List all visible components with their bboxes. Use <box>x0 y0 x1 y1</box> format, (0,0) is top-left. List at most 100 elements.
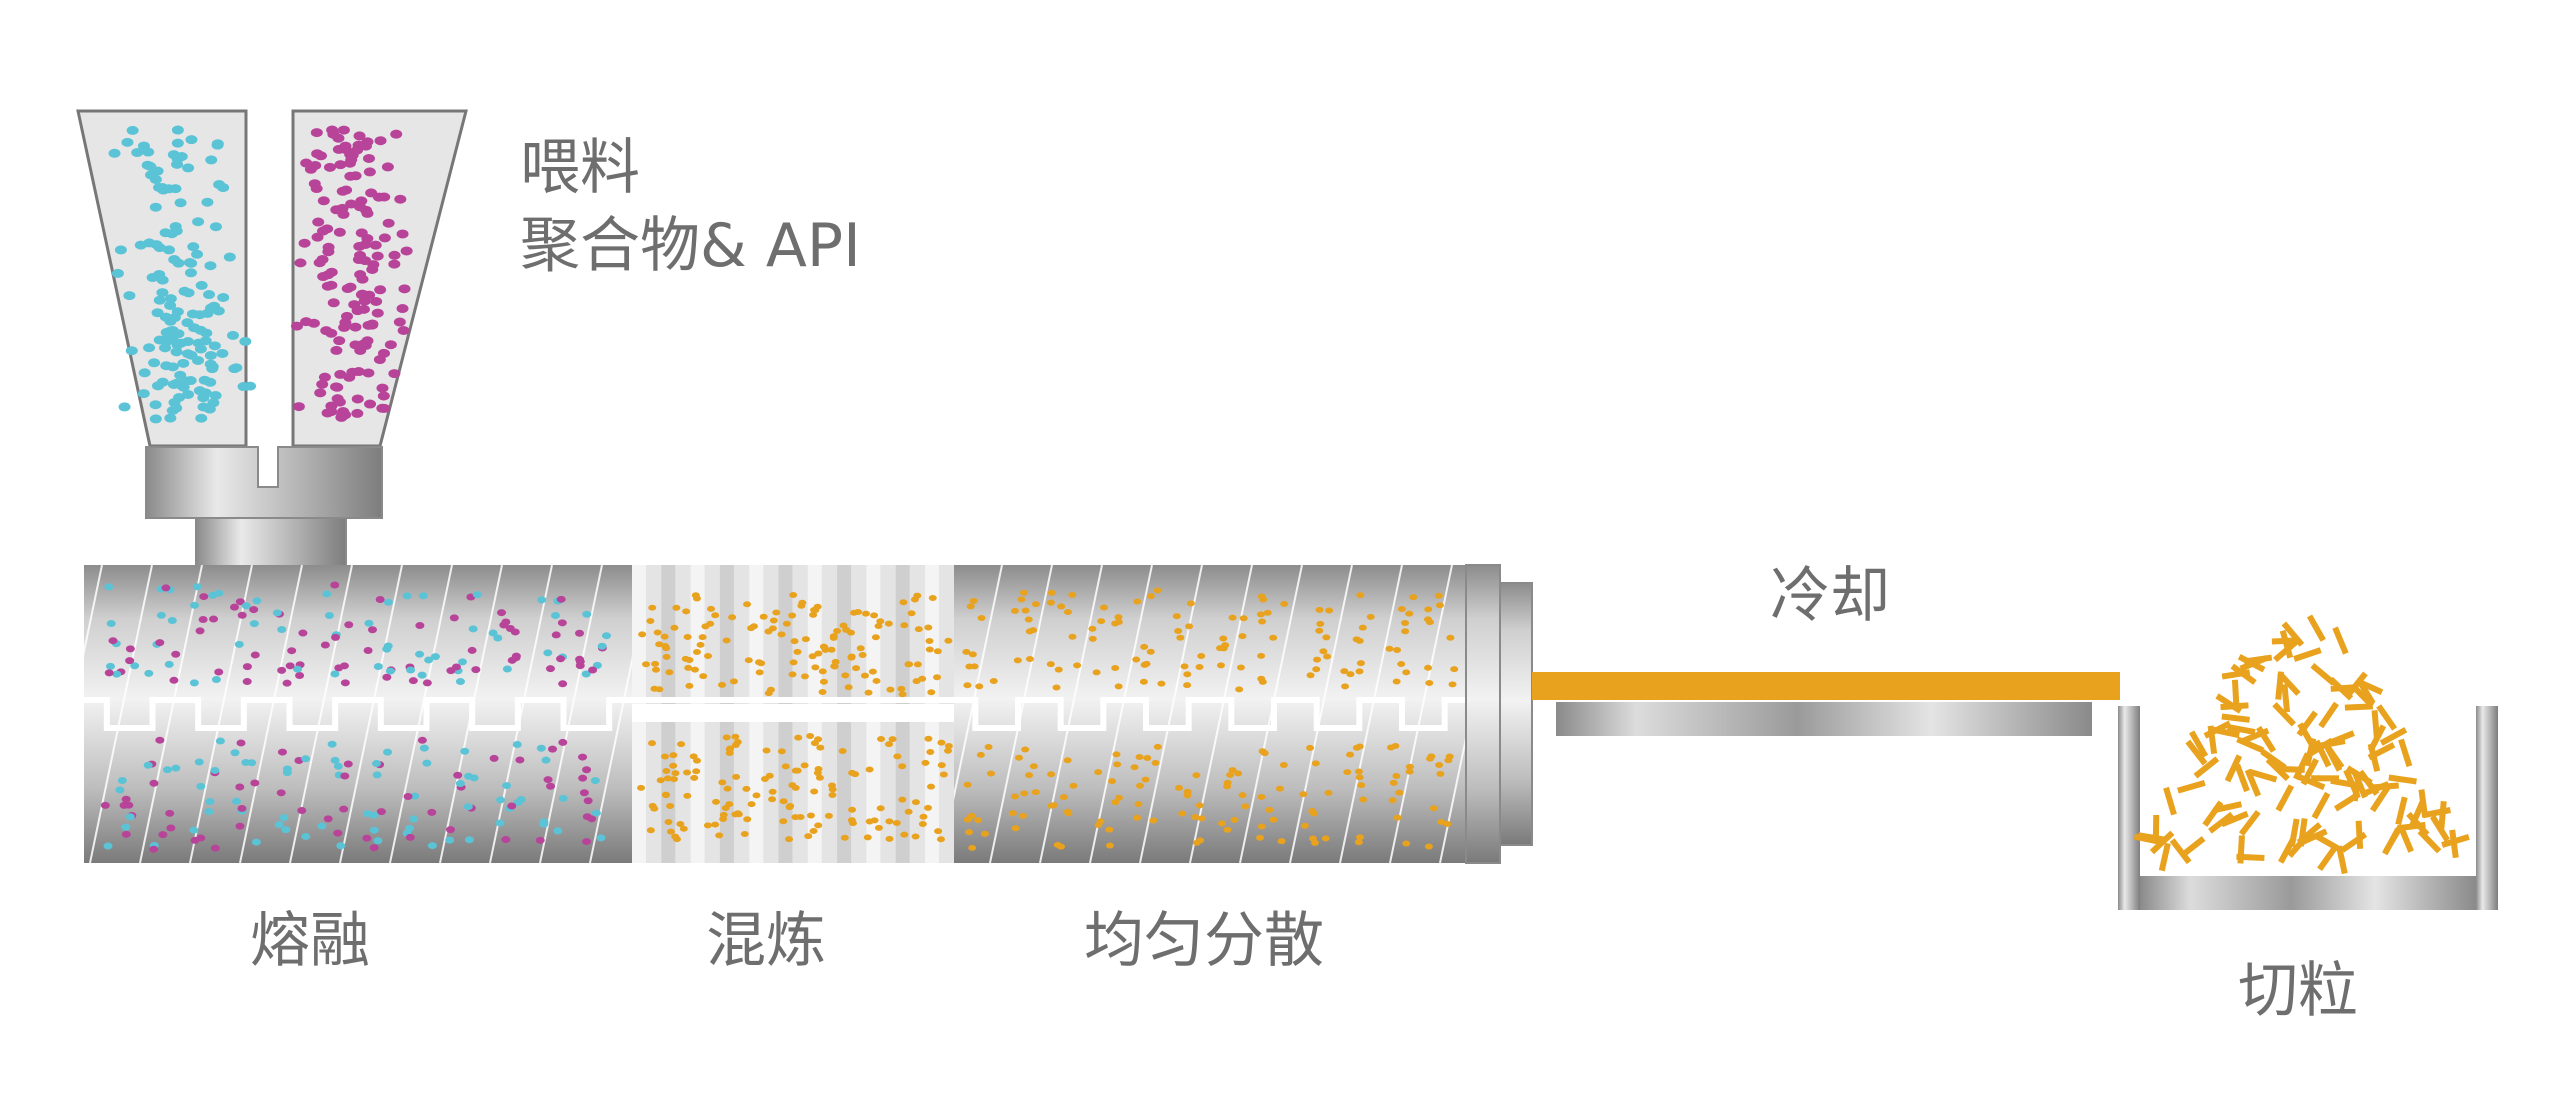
particle <box>323 815 333 823</box>
pellet-collector <box>2118 614 2498 910</box>
particle <box>1436 770 1445 777</box>
particle <box>541 756 551 764</box>
particle <box>336 186 349 196</box>
particle <box>839 622 848 629</box>
pellet <box>2293 647 2322 662</box>
particle <box>1068 633 1077 640</box>
pellet <box>2189 730 2209 758</box>
particle <box>376 808 386 816</box>
particle <box>146 273 159 283</box>
pellet <box>2213 801 2243 814</box>
pellet <box>2272 702 2296 727</box>
particle <box>789 592 798 599</box>
particle <box>1391 742 1400 749</box>
particle <box>340 679 350 687</box>
particle <box>331 633 341 641</box>
pellet <box>2239 655 2268 672</box>
particle <box>557 619 567 627</box>
particle <box>800 762 809 769</box>
pellet <box>2441 834 2470 848</box>
particle <box>123 291 136 301</box>
particle <box>698 634 707 641</box>
particle <box>427 842 437 850</box>
particle <box>1113 761 1122 768</box>
particle <box>149 414 162 424</box>
particle <box>121 795 131 803</box>
feed-collar <box>145 446 383 519</box>
particle <box>195 627 205 635</box>
particle <box>1031 601 1040 608</box>
particle <box>100 801 110 809</box>
particle <box>844 684 853 691</box>
particle <box>369 844 379 852</box>
particle <box>1094 769 1103 776</box>
particle <box>876 618 885 625</box>
particle <box>1356 592 1365 599</box>
particle <box>353 131 366 141</box>
particle <box>1446 634 1455 641</box>
particle <box>1356 660 1365 667</box>
particle <box>1047 589 1056 596</box>
particle <box>204 350 217 360</box>
particle <box>743 816 752 823</box>
particle <box>967 812 976 819</box>
particle <box>156 275 169 285</box>
particle <box>1425 619 1434 626</box>
pellet <box>2231 679 2240 708</box>
particle <box>897 685 906 692</box>
particle <box>333 227 346 237</box>
particle <box>980 830 989 837</box>
particle <box>864 689 873 696</box>
particle <box>1096 818 1105 825</box>
particle <box>400 246 413 256</box>
particle <box>166 405 179 415</box>
particle <box>1223 826 1232 833</box>
particle <box>1340 668 1349 675</box>
particle <box>666 828 675 835</box>
bin-left-wall <box>2118 706 2140 910</box>
particle <box>463 803 473 811</box>
particle <box>814 650 823 657</box>
particle <box>381 162 394 172</box>
particle <box>539 818 549 826</box>
particle <box>543 776 553 784</box>
particle <box>156 611 166 619</box>
particle <box>166 824 176 832</box>
particle <box>1132 656 1141 663</box>
particle <box>788 612 797 619</box>
particle <box>424 656 434 664</box>
particle <box>236 739 246 747</box>
particle <box>276 789 286 797</box>
particle <box>353 202 366 212</box>
particle <box>905 661 914 668</box>
particle <box>1099 604 1108 611</box>
particle <box>104 669 114 677</box>
flight-line <box>1039 565 1103 863</box>
particle <box>892 819 901 826</box>
particle <box>1191 813 1200 820</box>
particle <box>388 250 401 260</box>
particle <box>209 391 222 401</box>
particle <box>471 666 481 674</box>
particle <box>1180 663 1189 670</box>
particle <box>390 129 403 139</box>
particle <box>848 769 857 776</box>
pellet <box>2371 710 2380 739</box>
pellet <box>2208 811 2234 834</box>
particle <box>1172 613 1181 620</box>
particle <box>847 817 856 824</box>
particle <box>913 661 922 668</box>
particle <box>928 594 937 601</box>
particle <box>558 738 568 746</box>
particle <box>370 296 383 306</box>
particle <box>1146 593 1155 600</box>
pellet <box>2237 835 2245 864</box>
particle <box>933 674 942 681</box>
particle <box>171 650 181 658</box>
particle <box>419 744 429 752</box>
particle <box>690 774 699 781</box>
particle <box>662 792 671 799</box>
particle <box>779 818 788 825</box>
particle <box>582 838 592 846</box>
extruder-barrel <box>84 564 1533 864</box>
